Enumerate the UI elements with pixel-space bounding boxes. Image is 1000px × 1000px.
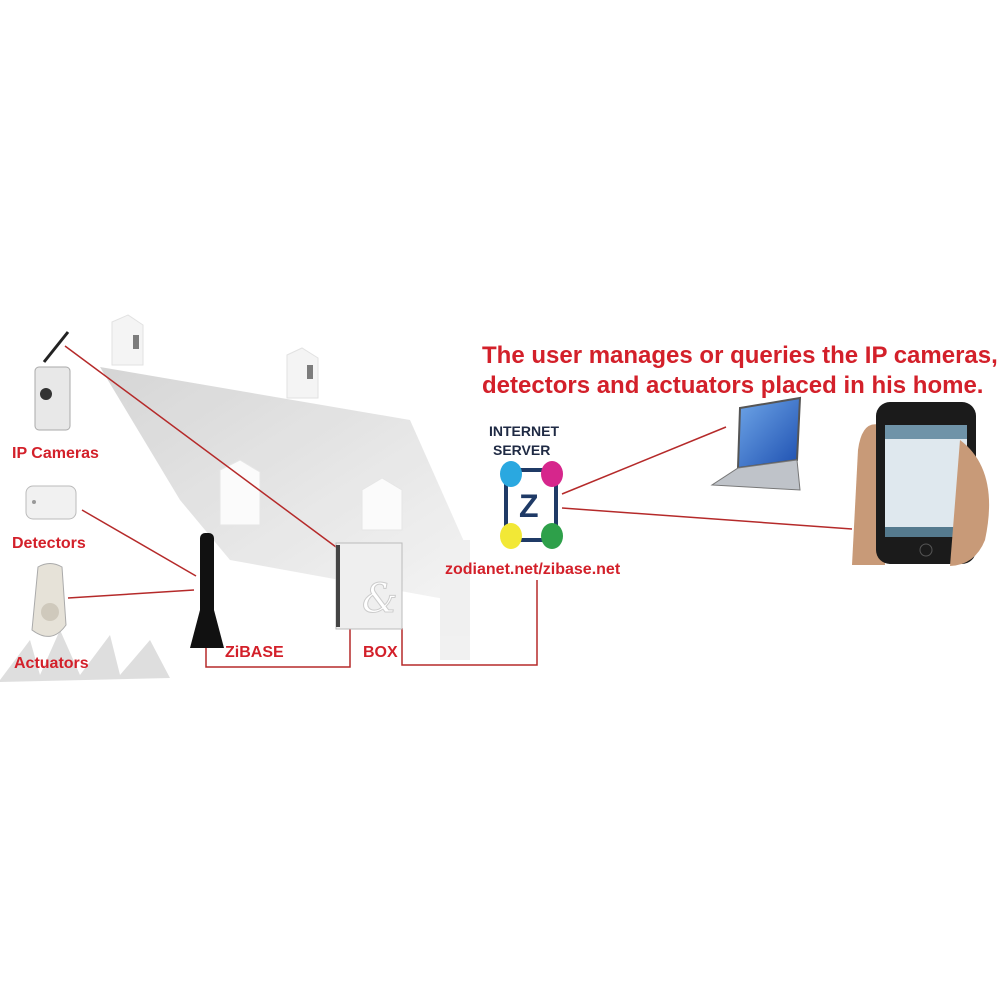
server-label-line-1: INTERNET xyxy=(489,423,559,439)
line-detector-zibase xyxy=(81,509,197,577)
headline-line-1: The user manages or queries the IP camer… xyxy=(482,342,998,369)
house-illustration xyxy=(0,314,470,682)
label-actuators: Actuators xyxy=(14,655,89,672)
smartphone-in-hand-icon xyxy=(852,402,990,566)
zodianet-logo-icon: Z xyxy=(500,461,563,549)
actuator-plug-icon xyxy=(31,563,67,637)
line-camera-box xyxy=(64,345,337,548)
internet-box-icon: & xyxy=(335,542,403,630)
detector-icon xyxy=(25,485,77,520)
line-server-laptop xyxy=(561,426,727,495)
label-detectors: Detectors xyxy=(12,535,86,552)
label-box: BOX xyxy=(363,644,398,661)
label-ip-cameras: IP Cameras xyxy=(12,445,99,462)
zibase-device-icon xyxy=(190,533,224,648)
ip-camera-icon xyxy=(34,331,71,431)
line-box-server xyxy=(401,580,538,666)
line-server-phone xyxy=(561,507,853,530)
logo-letter: Z xyxy=(519,488,539,524)
label-zibase: ZiBASE xyxy=(225,644,284,661)
laptop-icon xyxy=(710,396,802,491)
box-logo: & xyxy=(362,576,398,622)
server-label-line-2: SERVER xyxy=(493,442,550,458)
headline-line-2: detectors and actuators placed in his ho… xyxy=(482,372,983,399)
line-zibase-box xyxy=(205,628,351,668)
line-actuator-zibase xyxy=(67,589,195,599)
server-url: zodianet.net/zibase.net xyxy=(445,561,621,578)
connection-lines xyxy=(64,345,853,668)
